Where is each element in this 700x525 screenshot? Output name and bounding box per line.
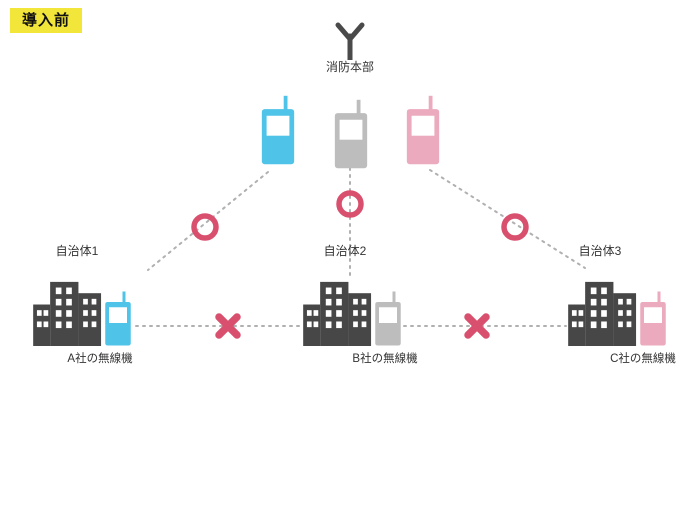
connected-circle-mark-3 <box>501 213 529 241</box>
radio-a-label: A社の無線機 <box>67 353 133 365</box>
radio-c-top-icon <box>406 95 440 165</box>
title-badge: 導入前 <box>10 8 83 33</box>
building-1-icon <box>33 281 102 346</box>
radio-c-municipality-icon <box>640 291 666 346</box>
not-connected-x-mark-2 <box>464 313 490 339</box>
radio-a-municipality-icon <box>105 291 131 346</box>
municipality-1-label: 自治体1 <box>55 244 99 258</box>
line-hq-to-municipality-1 <box>147 171 269 271</box>
connected-circle-mark-1 <box>191 213 219 241</box>
radio-b-top-icon <box>334 99 368 169</box>
radio-b-label: B社の無線機 <box>352 353 418 365</box>
connected-circle-mark-2 <box>336 190 364 218</box>
building-2-icon <box>303 281 372 346</box>
radio-c-label: C社の無線機 <box>610 353 676 365</box>
radio-b-municipality-icon <box>375 291 401 346</box>
antenna-icon <box>335 22 365 60</box>
municipality-2-label: 自治体2 <box>323 244 367 258</box>
building-3-icon <box>568 281 637 346</box>
title-badge-label: 導入前 <box>22 12 71 29</box>
not-connected-x-mark-1 <box>215 313 241 339</box>
radio-a-top-icon <box>261 95 295 165</box>
municipality-3-label: 自治体3 <box>578 244 622 258</box>
headquarters-label: 消防本部 <box>325 60 374 74</box>
